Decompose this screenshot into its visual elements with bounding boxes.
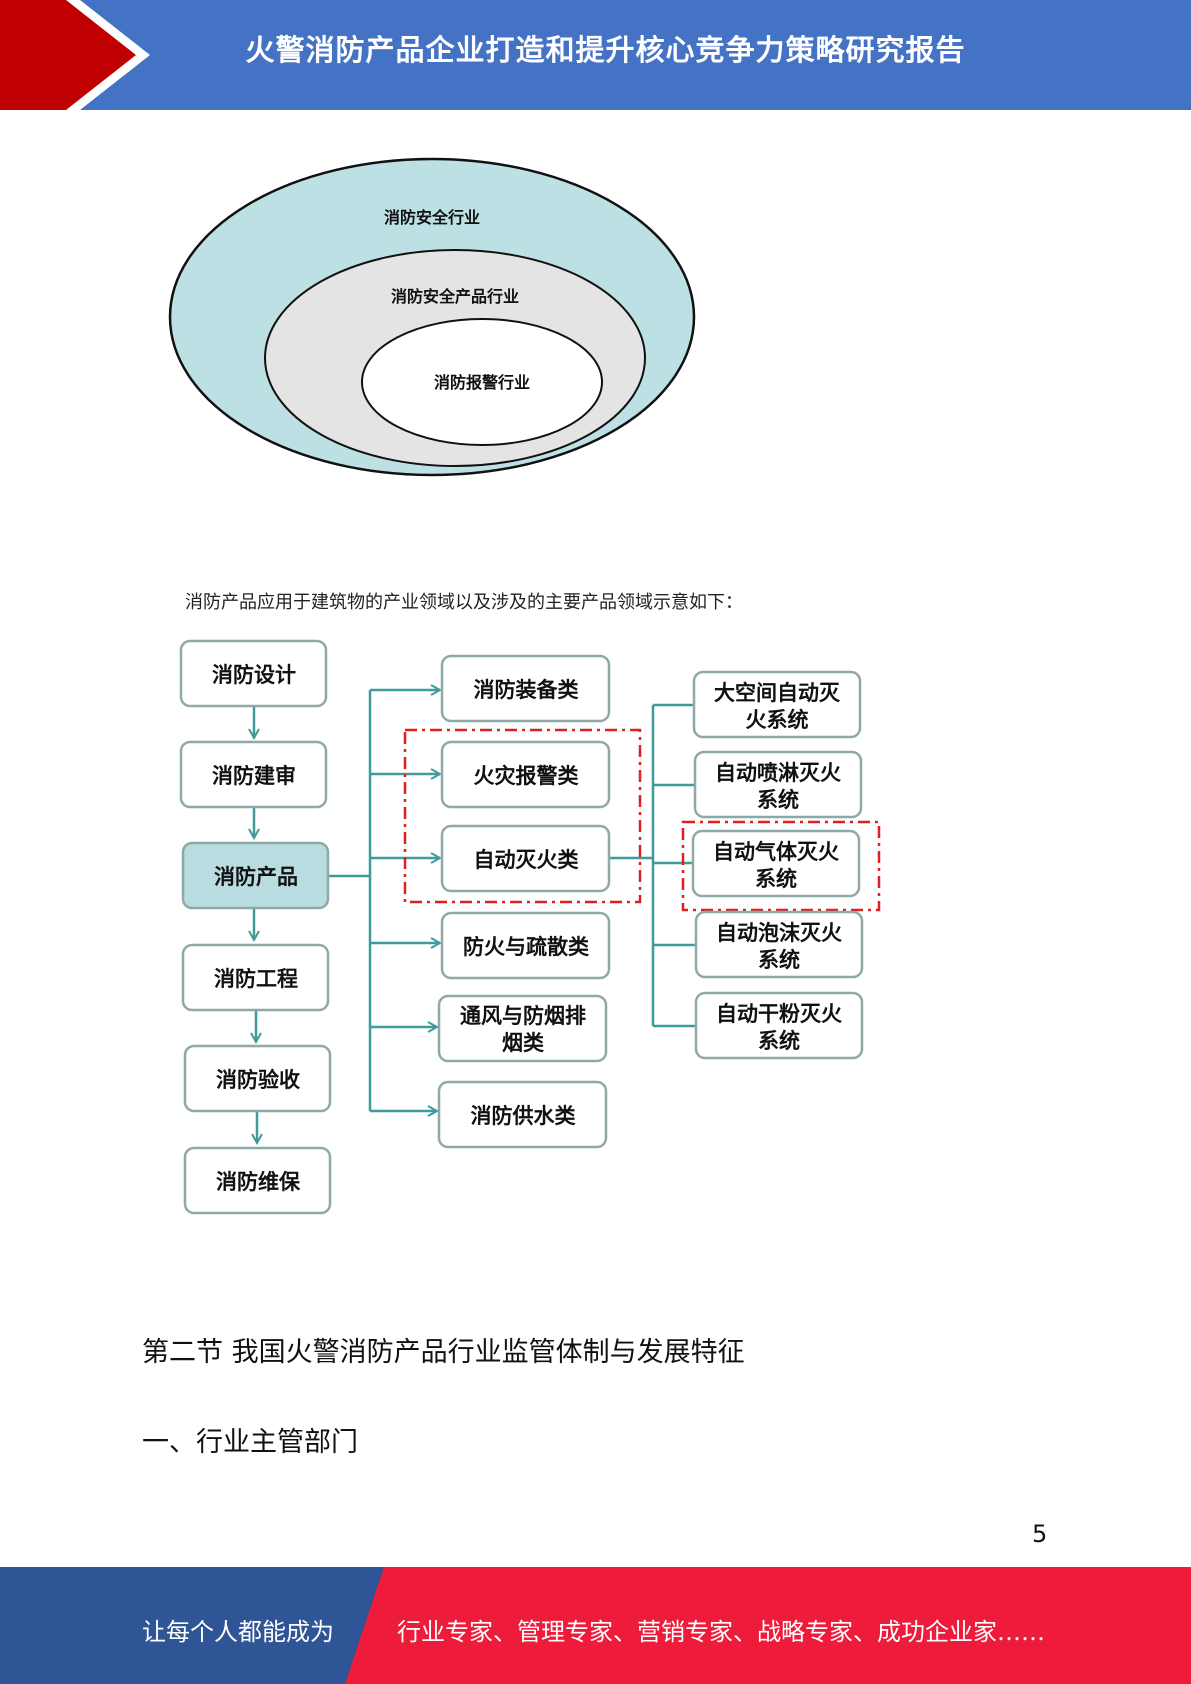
category-box: [437, 994, 608, 1063]
system-box: [691, 829, 861, 898]
category-box: [440, 740, 611, 809]
stage-box-review: [179, 740, 328, 809]
stage-label: 消防验收: [216, 1068, 300, 1092]
diagram-caption: 消防产品应用于建筑物的产业领域以及涉及的主要产品领域示意如下：: [185, 592, 743, 613]
middle-ellipse-label: 消防安全产品行业: [391, 287, 519, 306]
category-label: 通风与防烟排: [460, 1004, 586, 1028]
inner-ellipse-label: 消防报警行业: [434, 373, 530, 392]
system-box: [694, 910, 864, 979]
category-label: 消防装备类: [474, 678, 580, 702]
system-label: 系统: [757, 788, 799, 812]
system-label: 自动喷淋灭火: [715, 761, 841, 785]
stage-box-design: [179, 639, 328, 708]
page-number: 5: [1032, 1520, 1048, 1548]
stage-label: 消防产品: [214, 865, 298, 889]
highlight-box-categories: [403, 728, 642, 904]
category-box: [440, 654, 611, 723]
category-label: 消防供水类: [471, 1104, 577, 1128]
stage-box-maintenance: [183, 1146, 332, 1215]
system-label: 系统: [758, 1029, 800, 1053]
category-label: 防火与疏散类: [463, 935, 590, 959]
stage-label: 消防工程: [214, 967, 298, 991]
highlight-box-gas-system: [681, 820, 881, 912]
stage-label: 消防设计: [212, 663, 296, 687]
category-label: 火灾报警类: [474, 764, 580, 788]
industry-ellipse-diagram: 消防安全行业 消防安全产品行业 消防报警行业: [168, 157, 696, 477]
category-label: 自动灭火类: [474, 848, 580, 872]
category-box: [437, 1080, 608, 1149]
stage-label: 消防建审: [212, 764, 296, 788]
system-boxes: [691, 670, 864, 1060]
system-box: [694, 991, 864, 1060]
subsection-title: 一、行业主管部门: [142, 1427, 358, 1458]
header-bar: [0, 0, 1191, 110]
system-label: 系统: [755, 867, 797, 891]
system-label: 自动泡沫灭火: [716, 921, 842, 945]
system-box: [693, 750, 863, 819]
system-label: 自动气体灭火: [713, 840, 839, 864]
stage-box-product: [181, 841, 330, 910]
report-title: 火警消防产品企业打造和提升核心竞争力策略研究报告: [245, 33, 966, 67]
category-box: [440, 824, 611, 893]
section-title: 第二节 我国火警消防产品行业监管体制与发展特征: [142, 1337, 745, 1368]
footer-banner: [0, 1567, 1191, 1684]
stage-boxes: [179, 639, 332, 1215]
header-arrow-decoration: [0, 0, 150, 110]
system-label: 火系统: [746, 708, 809, 732]
footer-slogan-right: 行业专家、管理专家、营销专家、战略专家、成功企业家……: [397, 1618, 1045, 1646]
footer-slogan-left: 让每个人都能成为: [142, 1618, 334, 1646]
category-boxes: [437, 654, 611, 1149]
system-box: [692, 670, 862, 739]
category-label: 烟类: [502, 1031, 545, 1055]
stage-box-engineering: [181, 943, 330, 1012]
system-label: 自动干粉灭火: [716, 1002, 842, 1026]
inner-ellipse: [361, 318, 603, 446]
system-label: 大空间自动灭: [714, 681, 841, 705]
category-box: [440, 911, 611, 980]
stage-box-acceptance: [183, 1044, 332, 1113]
outer-ellipse-label: 消防安全行业: [384, 208, 480, 227]
stage-label: 消防维保: [216, 1170, 301, 1194]
system-label: 系统: [758, 948, 800, 972]
diagrams: 消防安全行业 消防安全产品行业 消防报警行业: [168, 157, 881, 1215]
